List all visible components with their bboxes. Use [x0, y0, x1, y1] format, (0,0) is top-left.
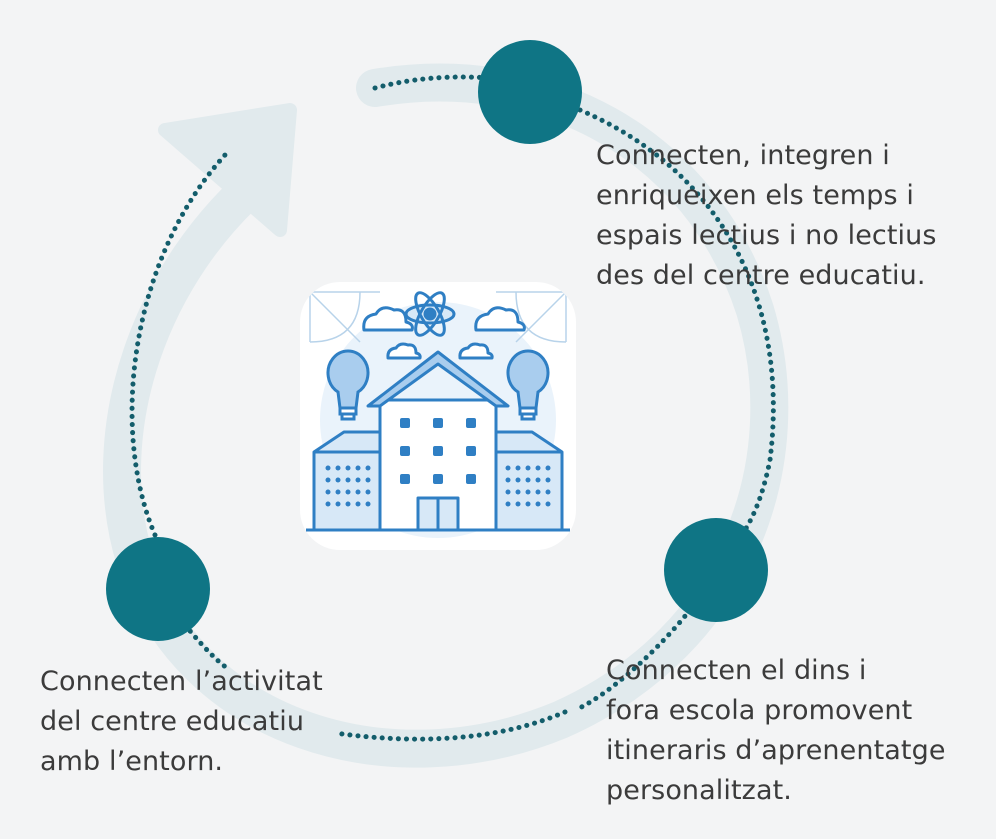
dots-bottom	[332, 709, 568, 742]
step-text-line: del centre educatiu	[40, 706, 305, 737]
step-text-line: Connecten, integren i	[596, 140, 890, 171]
step-text-line: enriqueixen els temps i	[596, 180, 914, 211]
dots-right-lower	[572, 607, 693, 713]
step-text-line: des del centre educatiu.	[596, 260, 926, 291]
dots-top-right	[577, 107, 776, 558]
step-text-right: Connecten el dins i fora escola promoven…	[606, 651, 946, 811]
step-text-line: Connecten l’activitat	[40, 666, 323, 697]
step-text-line: Connecten el dins i	[606, 655, 867, 686]
dots-left	[182, 622, 233, 673]
building-icon	[306, 350, 570, 532]
node-top	[478, 40, 582, 144]
dots-left-arc	[129, 152, 228, 538]
step-text-line: fora escola promovent	[606, 695, 913, 726]
lightbulb-icon	[326, 349, 370, 421]
cloud-icon	[386, 342, 422, 360]
cloud-icon	[474, 306, 526, 332]
atom-icon	[404, 291, 456, 337]
ring-arc	[103, 63, 789, 768]
lightbulb-icon	[506, 349, 550, 421]
cloud-icon	[362, 306, 414, 332]
cloud-icon	[458, 342, 494, 360]
step-text-line: espais lectius i no lectius	[596, 220, 937, 251]
step-text-line: itineraris d’aprenentatge	[606, 735, 946, 766]
step-text-line: amb l’entorn.	[40, 746, 224, 777]
node-left	[106, 537, 210, 641]
step-text-top: Connecten, integren i enriqueixen els te…	[596, 136, 937, 296]
step-text-line: personalitzat.	[606, 775, 792, 806]
school-building-icon	[300, 282, 576, 550]
ring-arrow-head	[158, 103, 297, 237]
step-text-left: Connecten l’activitat del centre educati…	[40, 662, 323, 782]
node-right	[664, 518, 768, 622]
